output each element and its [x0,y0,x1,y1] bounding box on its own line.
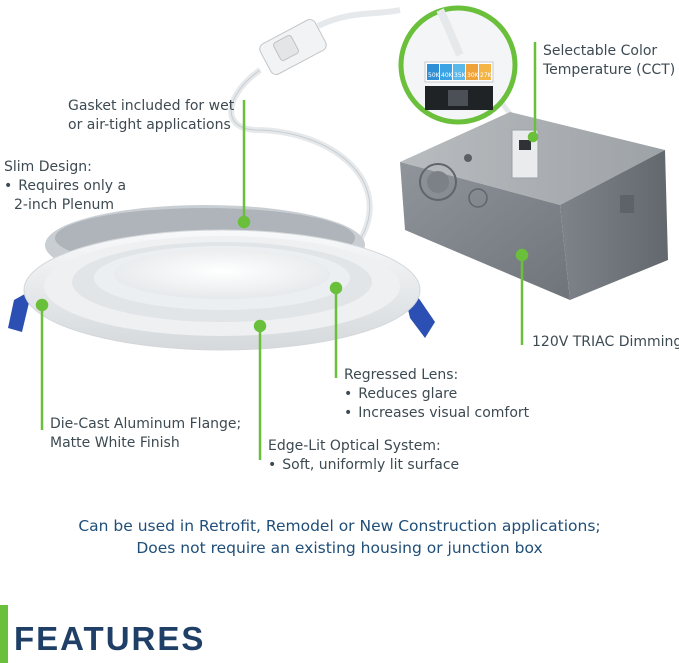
callout-gasket: Gasket included for wet or air-tight app… [68,97,234,135]
lens-bullet-1: Reduces glare [344,385,529,404]
dimming-text: 120V TRIAC Dimming [532,334,679,350]
note-line-1: Can be used in Retrofit, Remodel or New … [78,517,601,535]
section-title: FEATURES [14,620,206,657]
switch-label-40k: 40K [441,72,454,79]
lens-title: Regressed Lens: [344,367,459,383]
callout-flange: Die-Cast Aluminum Flange; Matte White Fi… [50,415,241,453]
callout-lens: Regressed Lens: Reduces glare Increases … [344,366,529,423]
slim-title: Slim Design: [4,159,92,175]
callout-optical: Edge-Lit Optical System: Soft, uniformly… [268,437,459,475]
flange-line-2: Matte White Finish [50,435,180,451]
switch-label-35k: 35K [454,72,467,79]
optical-bullet-1: Soft, uniformly lit surface [268,456,459,475]
gasket-line-2: or air-tight applications [68,117,231,133]
switch-label-30k: 30K [467,72,480,79]
switch-label-27k: 27K [480,72,493,79]
gasket-line-1: Gasket included for wet [68,98,235,114]
callout-dimming: 120V TRIAC Dimming [532,333,679,352]
features-accent-bar [0,605,8,663]
callout-leaders [35,42,539,460]
callout-cct: Selectable Color Temperature (CCT) [543,42,675,80]
junction-box [400,112,668,300]
switch-label-50k: 50K [428,72,441,79]
cct-line-1: Selectable Color [543,43,658,59]
note-line-2: Does not require an existing housing or … [136,539,543,557]
lens-bullet-2: Increases visual comfort [344,404,529,423]
downlight-fixture [8,205,435,351]
cct-switch-detail [398,5,518,125]
slim-bullet-1-cont: 2-inch Plenum [14,197,115,213]
quick-connector [259,7,401,75]
left-spring-clip [8,290,32,332]
application-note: Can be used in Retrofit, Remodel or New … [0,515,679,559]
flange-line-1: Die-Cast Aluminum Flange; [50,416,242,432]
optical-title: Edge-Lit Optical System: [268,438,441,454]
slim-bullet-1: Requires only a [4,177,126,196]
cct-line-2: Temperature (CCT) [543,62,676,78]
callout-slim-design: Slim Design: Requires only a 2-inch Plen… [4,158,126,215]
